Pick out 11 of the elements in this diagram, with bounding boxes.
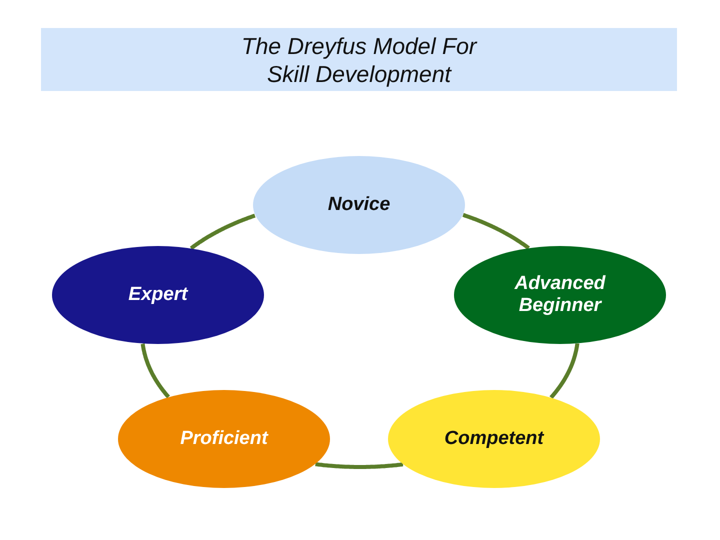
stage-label: Competent: [443, 428, 546, 450]
cycle-connector: [549, 342, 580, 400]
cycle-connector: [314, 462, 404, 469]
stage-label: Novice: [326, 194, 392, 216]
cycle-connector: [140, 342, 170, 399]
stage-label: Proficient: [179, 428, 270, 450]
stage-label: Advanced Beginner: [513, 273, 607, 317]
cycle-connector: [462, 213, 530, 250]
title: The Dreyfus Model For Skill Development: [240, 32, 478, 88]
cycle-connector: [190, 214, 256, 250]
stage-label: Expert: [127, 284, 190, 306]
